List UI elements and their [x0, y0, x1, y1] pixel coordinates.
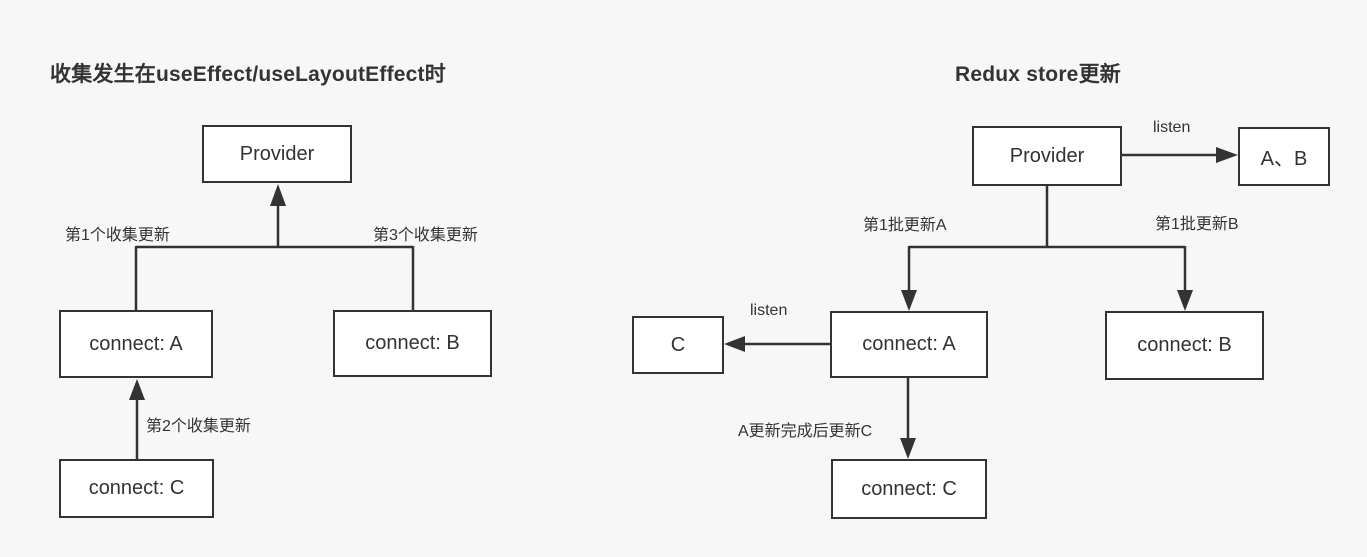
arrowhead-up-to-connect-a [129, 379, 145, 400]
left-connect-b-node: connect: B [333, 310, 492, 377]
right-c-label: C [670, 333, 686, 356]
right-connect-a-label: connect: A [862, 333, 956, 355]
right-batch-update-a-label: 第1批更新A [863, 217, 947, 234]
left-first-collect-label: 第1个收集更新 [65, 227, 170, 244]
arrowhead-left-to-c [724, 336, 745, 352]
left-connect-c-node: connect: C [59, 459, 214, 518]
right-ab-label: A、B [1260, 148, 1308, 170]
right-connect-b-node: connect: B [1105, 311, 1264, 380]
left-provider-label: Provider [239, 142, 315, 165]
right-listen-left-label: listen [750, 302, 788, 319]
right-c-node: C [632, 316, 724, 374]
left-second-collect-label: 第2个收集更新 [146, 418, 251, 435]
right-batch-update-b-label: 第1批更新B [1155, 216, 1239, 233]
left-connect-c-label: connect: C [88, 477, 185, 499]
right-provider-label: Provider [1009, 144, 1085, 167]
arrowhead-down-to-connect-c [900, 438, 916, 459]
left-connect-a-label: connect: A [89, 332, 183, 355]
right-connect-c-label: connect: C [861, 477, 957, 500]
right-after-a-update-c-label: A更新完成后更新C [738, 423, 873, 440]
left-connect-b-label: connect: B [365, 332, 460, 354]
arrowhead-up-to-provider [270, 184, 286, 206]
left-third-collect-label: 第3个收集更新 [373, 227, 478, 244]
right-listen-top-label: listen [1153, 119, 1191, 136]
left-diagram-title: 收集发生在useEffect/useLayoutEffect时 [50, 63, 446, 86]
left-connect-a-node: connect: A [59, 310, 213, 378]
right-diagram-title: Redux store更新 [955, 63, 1121, 86]
left-provider-node: Provider [202, 125, 352, 183]
arrowhead-right-to-ab [1216, 147, 1238, 163]
right-connect-b-label: connect: B [1137, 334, 1232, 356]
right-connect-a-node: connect: A [830, 311, 988, 378]
right-ab-node: A、B [1238, 127, 1330, 186]
right-connect-c-node: connect: C [831, 459, 987, 519]
right-provider-node: Provider [972, 126, 1122, 186]
arrowhead-down-to-connect-b [1177, 290, 1193, 311]
arrowhead-down-to-connect-a [901, 290, 917, 311]
